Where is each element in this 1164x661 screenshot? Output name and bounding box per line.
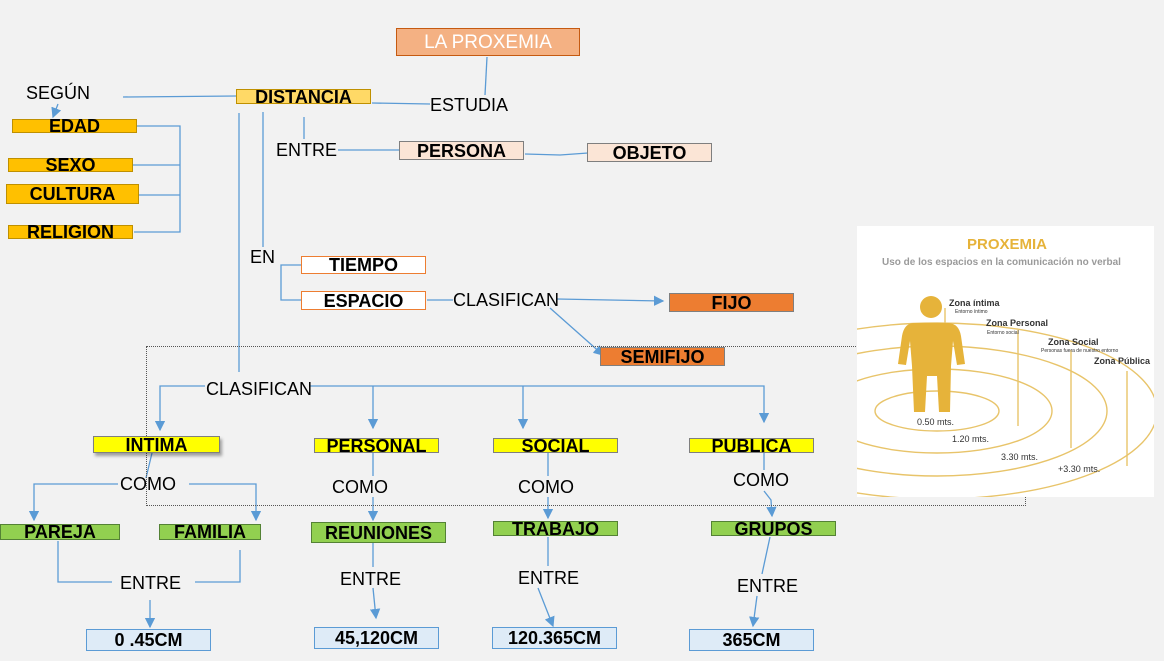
personal-box: PERSONAL [314, 435, 439, 456]
reuniones-text: REUNIONES [324, 522, 432, 543]
social-text: SOCIAL [521, 435, 590, 456]
persona-box: PERSONA [399, 141, 524, 160]
grupos-box: GRUPOS [711, 518, 836, 539]
title-box: LA PROXEMIA [396, 28, 580, 56]
edad-box: EDAD [12, 116, 137, 136]
familia-text: FAMILIA [174, 522, 246, 542]
religion-box: RELIGION [8, 222, 133, 242]
trabajo-box: TRABAJO [493, 518, 618, 539]
zone-publica-label: Zona Pública [1094, 356, 1151, 366]
en-label: EN [250, 247, 276, 267]
distancia-box: DISTANCIA [236, 86, 371, 107]
edad-text: EDAD [48, 116, 100, 136]
tiempo-box: TIEMPO [301, 256, 426, 274]
segun-label: SEGÚN [26, 83, 91, 103]
zone-personal-sub: Entorno social [987, 330, 1019, 336]
espacio-text: ESPACIO [323, 290, 404, 311]
infographic-title: PROXEMIA [967, 236, 1048, 253]
objeto-text: OBJETO [612, 142, 687, 163]
proxemia-infographic: PROXEMIA Uso de los espacios en la comun… [857, 226, 1154, 497]
entre-publica-label: ENTRE [737, 576, 799, 596]
infographic-drawing [857, 296, 1154, 497]
intima-text: INTIMA [125, 434, 188, 455]
distance-social-text: 120.365CM [507, 628, 602, 648]
cultura-text: CULTURA [29, 184, 116, 204]
person-icon [898, 296, 965, 412]
distancia-text: DISTANCIA [255, 86, 352, 107]
distance-050-label: 0.50 mts. [917, 417, 955, 427]
como-social-label: COMO [518, 477, 574, 497]
distance-330-label: 3.30 mts. [1001, 452, 1039, 462]
zone-intima-label: Zona íntima [949, 298, 1000, 308]
como-personal-label: COMO [332, 477, 388, 497]
espacio-box: ESPACIO [301, 291, 426, 310]
tiempo-text: TIEMPO [328, 255, 398, 275]
zone-social-sub: Personas fuera de nuestro entorno [1041, 348, 1119, 354]
clasifican-top-label: CLASIFICAN [453, 290, 560, 310]
distance-personal-text: 45,120CM [334, 628, 419, 648]
como-publica-label: COMO [733, 470, 789, 490]
religion-text: RELIGION [26, 222, 114, 242]
publica-box: PUBLICA [689, 435, 814, 456]
distance-personal-box: 45,120CM [314, 627, 439, 649]
reuniones-box: REUNIONES [311, 522, 446, 543]
distance-330plus-label: +3.30 mts. [1058, 464, 1101, 474]
cultura-box: CULTURA [6, 184, 139, 204]
title-text: LA PROXEMIA [424, 31, 552, 53]
social-box: SOCIAL [493, 435, 618, 456]
grupos-text: GRUPOS [734, 518, 813, 539]
semifijo-box: SEMIFIJO [600, 347, 725, 366]
entre-intima-label: ENTRE [120, 573, 182, 593]
familia-box: FAMILIA [159, 522, 261, 542]
zone-social-label: Zona Social [1048, 337, 1099, 347]
sexo-box: SEXO [8, 155, 133, 175]
publica-text: PUBLICA [711, 435, 792, 456]
intima-box: INTIMA [93, 434, 220, 455]
distance-social-box: 120.365CM [492, 627, 617, 649]
persona-text: PERSONA [416, 140, 506, 161]
fijo-box: FIJO [669, 293, 794, 312]
zone-personal-label: Zona Personal [986, 318, 1049, 328]
pareja-text: PAREJA [24, 522, 96, 542]
estudia-label: ESTUDIA [430, 95, 509, 115]
zone-intima-sub: Entorno íntimo [955, 309, 988, 315]
distance-intima-text: 0 .45CM [114, 630, 183, 650]
sexo-text: SEXO [45, 155, 96, 175]
semifijo-text: SEMIFIJO [620, 346, 705, 367]
distance-120-label: 1.20 mts. [952, 434, 990, 444]
objeto-box: OBJETO [587, 143, 712, 162]
distance-intima-box: 0 .45CM [86, 629, 211, 651]
entre-top-label: ENTRE [276, 140, 338, 160]
zone-social-ring [857, 345, 1108, 477]
entre-social-label: ENTRE [518, 568, 580, 588]
clasifican-main-label: CLASIFICAN [206, 379, 313, 399]
zone-intima-ring [874, 390, 1000, 432]
distance-publica-text: 365CM [722, 630, 781, 650]
pareja-box: PAREJA [0, 522, 120, 542]
fijo-text: FIJO [711, 292, 752, 313]
personal-text: PERSONAL [326, 435, 427, 456]
distance-publica-box: 365CM [689, 629, 814, 651]
como-intima-label: COMO [120, 474, 176, 494]
entre-personal-label: ENTRE [340, 569, 402, 589]
infographic-subtitle: Uso de los espacios en la comunicación n… [882, 257, 1121, 268]
trabajo-text: TRABAJO [511, 518, 599, 539]
